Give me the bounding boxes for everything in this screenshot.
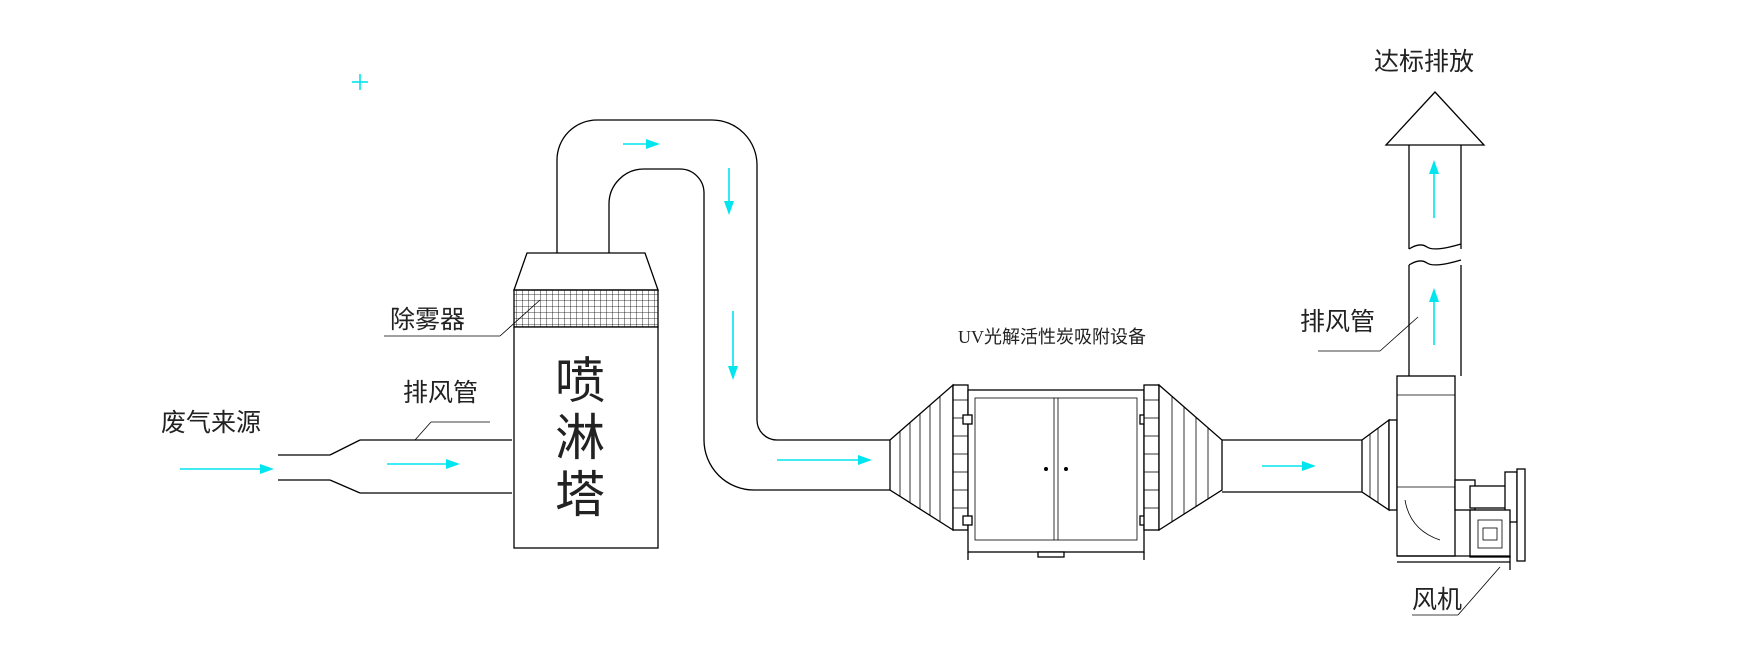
label-demister: 除雾器 xyxy=(390,306,465,334)
flow-arrow-inlet-1 xyxy=(180,464,274,474)
label-exhaust-pipe-inlet: 排风管 xyxy=(403,379,478,407)
inlet-duct xyxy=(278,439,512,494)
flow-arrow-outlet-duct xyxy=(1262,461,1316,471)
label-exhaust-pipe-outlet: 排风管 xyxy=(1300,308,1375,336)
leader-line-fan xyxy=(1412,566,1501,616)
leader-line-exhaust-pipe-outlet xyxy=(1318,316,1419,352)
uv-equipment-unit xyxy=(889,383,1223,560)
spray-tower-label-2: 淋 xyxy=(555,410,605,466)
flow-arrow-duct-down-1 xyxy=(724,168,734,215)
leader-line-demister xyxy=(384,299,541,337)
flow-arrow-stack-upper xyxy=(1429,160,1439,218)
leader-line-exhaust-pipe-inlet xyxy=(414,421,490,441)
flow-arrow-duct-top xyxy=(623,139,660,149)
label-waste-gas-source: 废气来源 xyxy=(161,409,261,437)
spray-tower-label-3: 塔 xyxy=(555,467,605,523)
fan-inlet-cone xyxy=(1361,418,1398,512)
flow-arrow-inlet-2 xyxy=(387,459,460,469)
connecting-duct xyxy=(556,119,890,491)
outlet-duct xyxy=(1222,439,1362,493)
flow-arrow-duct-bottom xyxy=(777,455,872,465)
flow-arrow-duct-down-2 xyxy=(728,311,738,380)
flow-marker-small xyxy=(352,74,368,90)
label-uv-equipment: UV光解活性炭吸附设备 xyxy=(958,327,1146,347)
spray-tower xyxy=(513,252,659,549)
exhaust-stack xyxy=(1384,91,1486,376)
label-fan: 风机 xyxy=(1412,586,1462,614)
flow-arrow-stack-lower xyxy=(1429,288,1439,345)
label-compliant-discharge: 达标排放 xyxy=(1374,48,1474,76)
fan-unit xyxy=(1396,375,1526,570)
spray-tower-label-1: 喷 xyxy=(555,353,605,409)
